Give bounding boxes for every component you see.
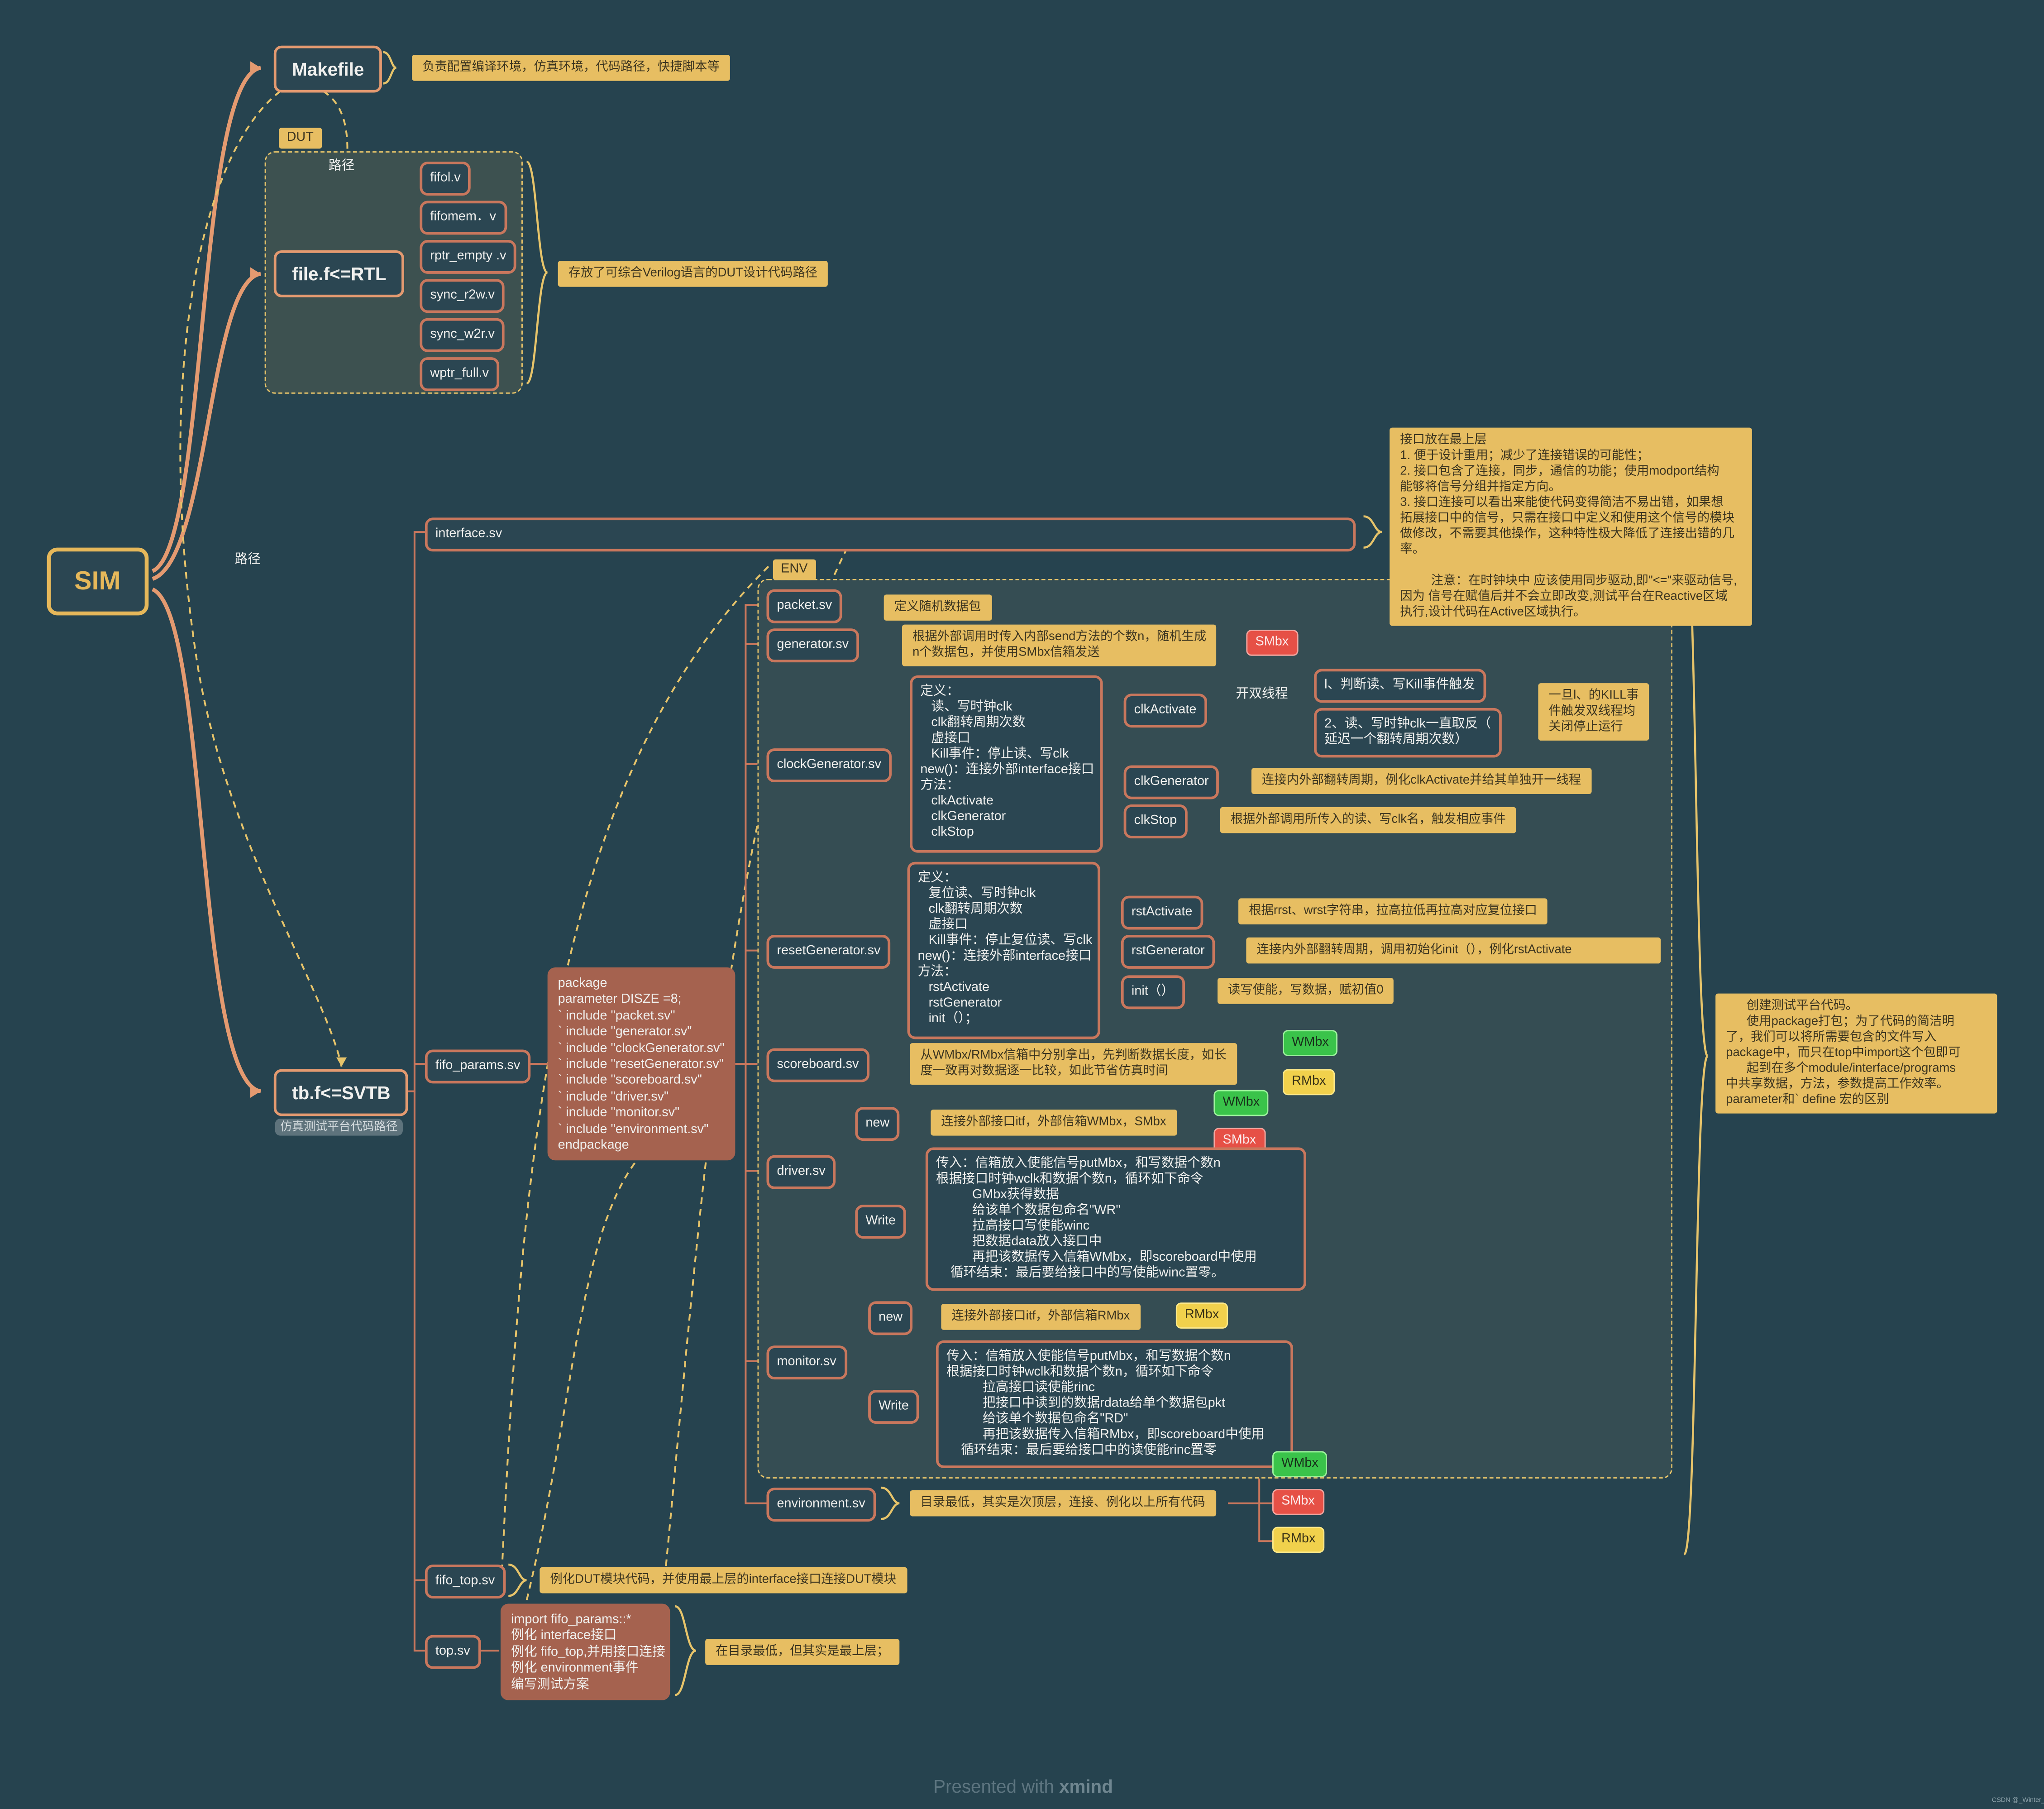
makefile-node[interactable]: Makefile xyxy=(273,45,382,93)
top-box: import fifo_params::* 例化 interface接口 例化 … xyxy=(500,1603,670,1700)
file-sync-r2w[interactable]: sync_r2w.v xyxy=(420,279,505,313)
file-sync-w2r[interactable]: sync_w2r.v xyxy=(420,318,505,352)
generator-smbx: SMbx xyxy=(1246,630,1298,656)
file-f-node[interactable]: file.f<=RTL xyxy=(273,250,405,297)
resetgen-def-box: 定义： 复位读、写时钟clk clk翻转周期次数 虚接口 Kill事件：停止复位… xyxy=(907,861,1100,1039)
fifo-top-note: 例化DUT模块代码，并使用最上层的interface接口连接DUT模块 xyxy=(540,1567,907,1594)
driver-wmbx: WMbx xyxy=(1213,1090,1269,1116)
driver-write-node[interactable]: Write xyxy=(855,1205,907,1239)
kill-note: 一旦l、的KILL事 件触发双线程均 关闭停止运行 xyxy=(1538,683,1649,741)
driver-node[interactable]: driver.sv xyxy=(766,1155,836,1189)
top-node[interactable]: top.sv xyxy=(425,1635,481,1669)
init-note: 读写使能，写数据，赋初值0 xyxy=(1218,978,1394,1004)
env-tag: ENV xyxy=(773,559,816,580)
dut-note: 存放了可综合Verilog语言的DUT设计代码路径 xyxy=(558,261,828,287)
environment-wmbx: WMbx xyxy=(1272,1451,1328,1478)
file-fifol[interactable]: fifol.v xyxy=(420,162,471,196)
clockgen-node[interactable]: clockGenerator.sv xyxy=(766,748,892,783)
environment-note: 目录最低，其实是次顶层，连接、例化以上所有代码 xyxy=(910,1490,1216,1517)
tb-caption: 仿真测试平台代码路径 xyxy=(275,1119,403,1136)
tb-f-node[interactable]: tb.f<=SVTB xyxy=(273,1069,409,1116)
rst-activate-note: 根据rrst、wrst字符串，拉高拉低再拉高对应复位接口 xyxy=(1238,898,1548,924)
fifo-params-node[interactable]: fifo_params.sv xyxy=(425,1049,531,1084)
driver-new-note: 连接外部接口itf，外部信箱WMbx，SMbx xyxy=(931,1109,1177,1136)
tb-path-label: 路径 xyxy=(234,553,261,567)
monitor-rmbx: RMbx xyxy=(1175,1302,1228,1329)
monitor-write-node[interactable]: Write xyxy=(868,1390,919,1424)
clk-activate-node[interactable]: clkActivate xyxy=(1123,694,1207,728)
root-sim[interactable]: SIM xyxy=(47,547,148,616)
dut-tag: DUT xyxy=(279,128,322,149)
rst-activate-node[interactable]: rstActivate xyxy=(1121,895,1203,930)
environment-node[interactable]: environment.sv xyxy=(766,1488,876,1522)
interface-note: 接口放在最上层 1. 便于设计重用；减少了连接错误的可能性； 2. 接口包含了连… xyxy=(1390,427,1752,626)
driver-new-node[interactable]: new xyxy=(855,1107,900,1141)
thread-label: 开双线程 xyxy=(1236,687,1288,702)
watermark: Presented with xmind xyxy=(933,1776,1113,1797)
scoreboard-rmbx: RMbx xyxy=(1283,1069,1335,1096)
init-node[interactable]: init（） xyxy=(1121,975,1185,1010)
rst-generator-note: 连接内外部翻转周期，调用初始化init（），例化rstActivate xyxy=(1246,937,1661,964)
package-box: package parameter DISZE =8; ` include "p… xyxy=(547,967,735,1161)
packet-note: 定义随机数据包 xyxy=(884,594,992,621)
generator-node[interactable]: generator.sv xyxy=(766,628,860,663)
file-fifomem[interactable]: fifomem．v xyxy=(420,201,507,235)
driver-write-box: 传入：信箱放入使能信号putMbx，和写数据个数n 根据接口时钟wclk和数据个… xyxy=(925,1147,1306,1291)
clk-stop-note: 根据外部调用所传入的读、写clk名，触发相应事件 xyxy=(1220,807,1516,833)
dut-path-label: 路径 xyxy=(328,159,355,174)
tb-note: 创建测试平台代码。 使用package打包；为了代码的简洁明 了，我们可以将所需… xyxy=(1715,993,1997,1114)
thread-1-node[interactable]: l、判断读、写Kill事件触发 xyxy=(1314,669,1486,703)
environment-smbx: SMbx xyxy=(1272,1489,1324,1515)
file-rptr-empty[interactable]: rptr_empty .v xyxy=(420,239,517,274)
clk-generator-node[interactable]: clkGenerator xyxy=(1123,765,1219,799)
interface-node[interactable]: interface.sv xyxy=(425,517,1356,552)
file-wptr-full[interactable]: wptr_full.v xyxy=(420,357,500,392)
clk-stop-node[interactable]: clkStop xyxy=(1123,804,1188,838)
rst-generator-node[interactable]: rstGenerator xyxy=(1121,935,1215,969)
generator-note: 根据外部调用时传入内部send方法的个数n，随机生成 n个数据包，并使用SMbx… xyxy=(902,624,1217,666)
scoreboard-note: 从WMbx/RMbx信箱中分别拿出，先判断数据长度，如长 度一致再对数据逐一比较… xyxy=(910,1043,1237,1085)
corner-credit: CSDN @_Winter_ xyxy=(1991,1796,2044,1805)
monitor-new-note: 连接外部接口itf，外部信箱RMbx xyxy=(941,1304,1141,1330)
monitor-write-box: 传入：信箱放入使能信号putMbx，和写数据个数n 根据接口时钟wclk和数据个… xyxy=(936,1340,1294,1468)
clk-generator-note: 连接内外部翻转周期，例化clkActivate并给其单独开一线程 xyxy=(1251,768,1592,794)
monitor-new-node[interactable]: new xyxy=(868,1301,913,1335)
monitor-node[interactable]: monitor.sv xyxy=(766,1345,847,1380)
top-note: 在目录最低，但其实是最上层； xyxy=(705,1639,900,1665)
fifo-top-node[interactable]: fifo_top.sv xyxy=(425,1565,506,1599)
clockgen-def-box: 定义： 读、写时钟clk clk翻转周期次数 虚接口 Kill事件：停止读、写c… xyxy=(910,675,1103,853)
scoreboard-wmbx: WMbx xyxy=(1283,1030,1338,1056)
thread-2-node[interactable]: 2、读、写时钟clk一直取反（ 延迟一个翻转周期次数） xyxy=(1314,708,1502,758)
packet-node[interactable]: packet.sv xyxy=(766,589,843,623)
makefile-note: 负责配置编译环境，仿真环境，代码路径，快捷脚本等 xyxy=(412,54,730,81)
environment-rmbx: RMbx xyxy=(1272,1527,1325,1553)
resetgen-node[interactable]: resetGenerator.sv xyxy=(766,935,891,969)
scoreboard-node[interactable]: scoreboard.sv xyxy=(766,1048,869,1082)
